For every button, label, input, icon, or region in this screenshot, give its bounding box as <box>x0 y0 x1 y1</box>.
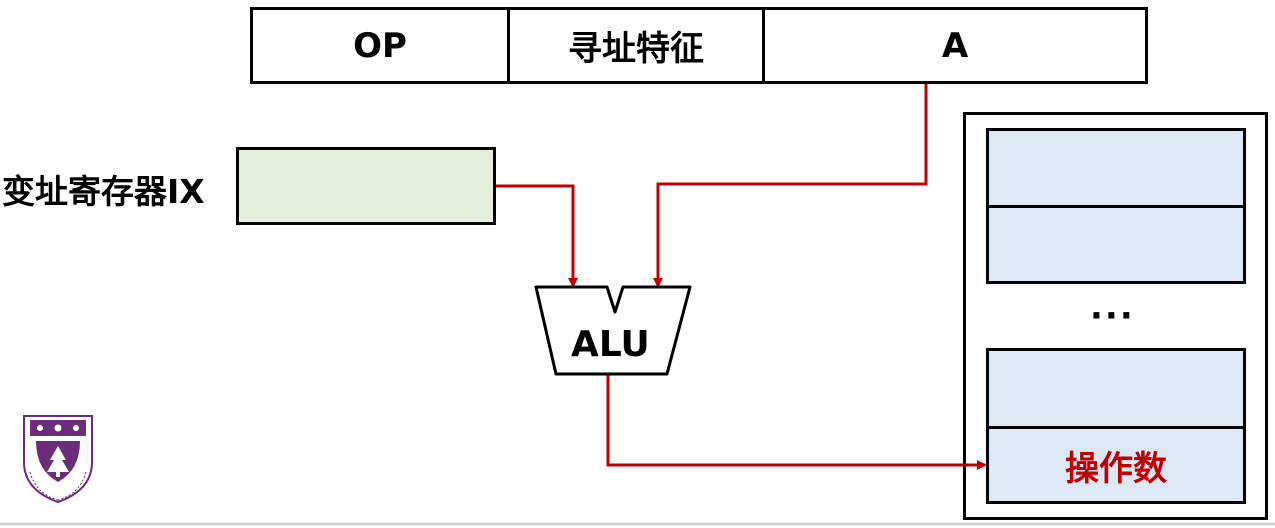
instruction-field-address-label: A <box>941 25 969 66</box>
index-register-label: 变址寄存器IX <box>2 172 205 211</box>
alu-shape <box>534 285 692 376</box>
memory-ellipsis: ··· <box>1090 296 1135 336</box>
index-register-box <box>236 147 496 225</box>
wire-alu-to-operand <box>606 372 987 470</box>
instruction-field-addressing-mode-label: 寻址特征 <box>568 29 704 69</box>
university-logo <box>23 415 93 504</box>
memory-cell <box>986 348 1246 429</box>
instruction-field-addressing-mode: 寻址特征 <box>507 7 765 84</box>
operand-label: 操作数 <box>1065 448 1167 489</box>
instruction-field-op: OP <box>250 7 510 84</box>
wire-ix-to-alu <box>496 184 578 288</box>
memory-cell <box>986 205 1246 284</box>
alu-label: ALU <box>571 324 650 365</box>
instruction-field-address: A <box>762 7 1148 84</box>
instruction-field-op-label: OP <box>353 25 407 66</box>
wire-a-to-alu <box>653 84 928 288</box>
memory-cell-operand: 操作数 <box>986 426 1246 504</box>
